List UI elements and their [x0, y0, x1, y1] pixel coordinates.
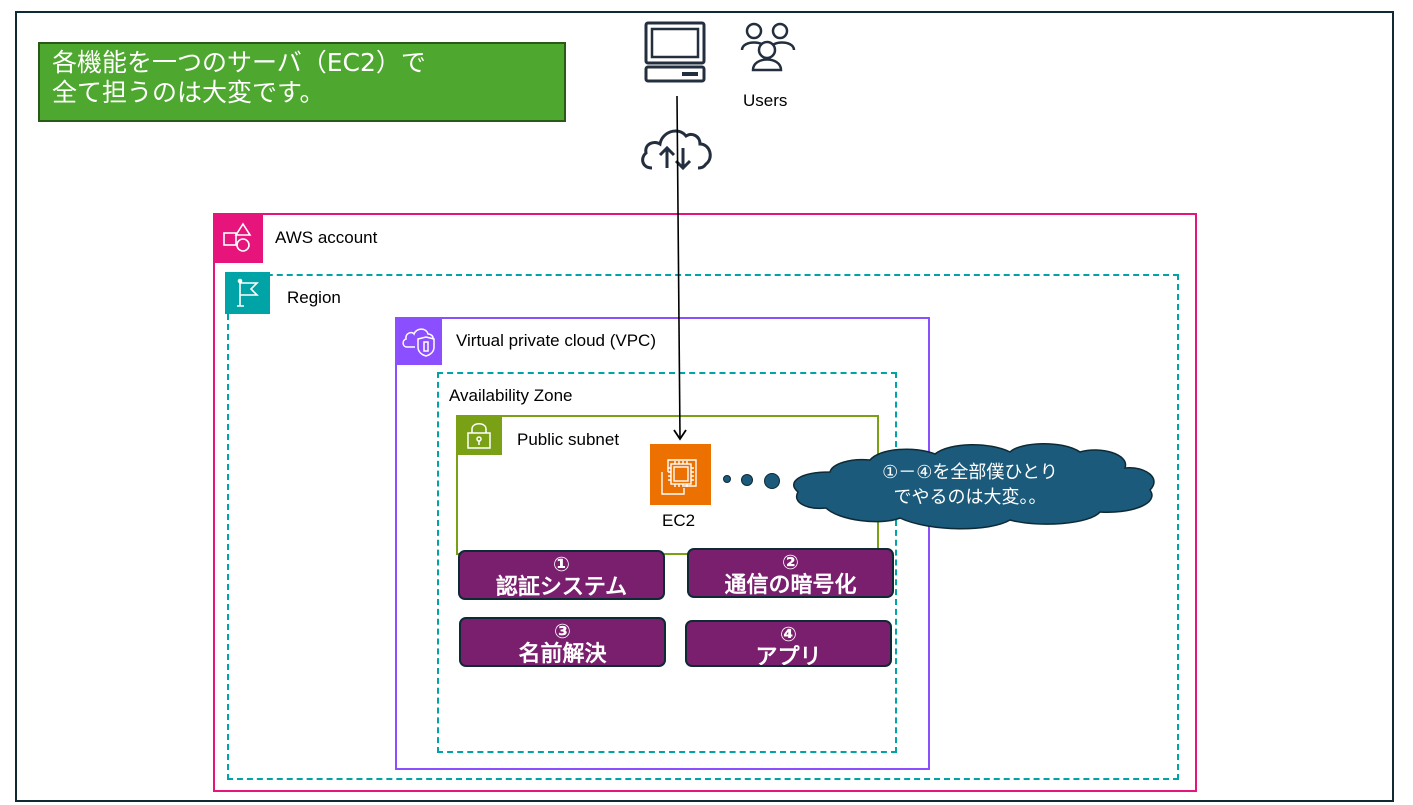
availability-zone-group [437, 372, 897, 753]
vpc-icon-box [395, 317, 442, 365]
title-callout: 各機能を一つのサーバ（EC2）で 全て担うのは大変です。 [38, 42, 566, 122]
function-label: アプリ [755, 645, 822, 667]
thought-line-1: ①－④を全部僕ひとり [882, 462, 1058, 483]
thought-dot-large [764, 473, 780, 489]
function-label: 認証システム [495, 575, 628, 600]
thought-dot-medium [741, 474, 753, 486]
slide-frame [15, 11, 1394, 802]
vpc-cloud-shield-icon [402, 328, 435, 357]
availability-zone-label: Availability Zone [449, 386, 573, 405]
desktop-client-icon [644, 21, 706, 83]
region-label: Region [287, 288, 341, 307]
thought-cloud-shape [792, 443, 1155, 530]
thought-line-2: でやるのは大変。。 [893, 487, 1047, 508]
ec2-icon-box [650, 444, 711, 505]
function-box-app: ④ アプリ [685, 620, 892, 667]
function-number: ④ [780, 622, 797, 646]
function-box-auth: ① 認証システム [458, 550, 665, 600]
aws-account-group [213, 213, 1197, 792]
ec2-instance-icon [661, 459, 697, 495]
aws-account-icon-box [213, 213, 263, 263]
aws-account-label: AWS account [275, 228, 378, 247]
function-number: ② [782, 550, 799, 574]
region-group [227, 274, 1179, 780]
function-label: 名前解決 [518, 642, 607, 667]
vpc-group [395, 317, 930, 770]
function-box-dns: ③ 名前解決 [459, 617, 666, 667]
thought-dot-small [723, 475, 731, 483]
users-label: Users [743, 91, 788, 110]
function-number: ① [553, 552, 570, 576]
vpc-label: Virtual private cloud (VPC) [456, 331, 656, 350]
function-label: 通信の暗号化 [724, 573, 857, 598]
function-box-encryption: ② 通信の暗号化 [687, 548, 894, 598]
thought-text: ①－④を全部僕ひとり でやるのは大変。。 [810, 460, 1130, 510]
ec2-label: EC2 [662, 511, 696, 530]
region-flag-icon [237, 278, 259, 307]
lock-icon [467, 423, 491, 449]
aws-account-icon [223, 222, 252, 252]
function-number: ③ [554, 619, 571, 643]
public-subnet-label: Public subnet [517, 430, 620, 449]
region-icon-box [225, 272, 270, 314]
subnet-icon-box [456, 415, 502, 455]
users-icon [740, 22, 796, 72]
